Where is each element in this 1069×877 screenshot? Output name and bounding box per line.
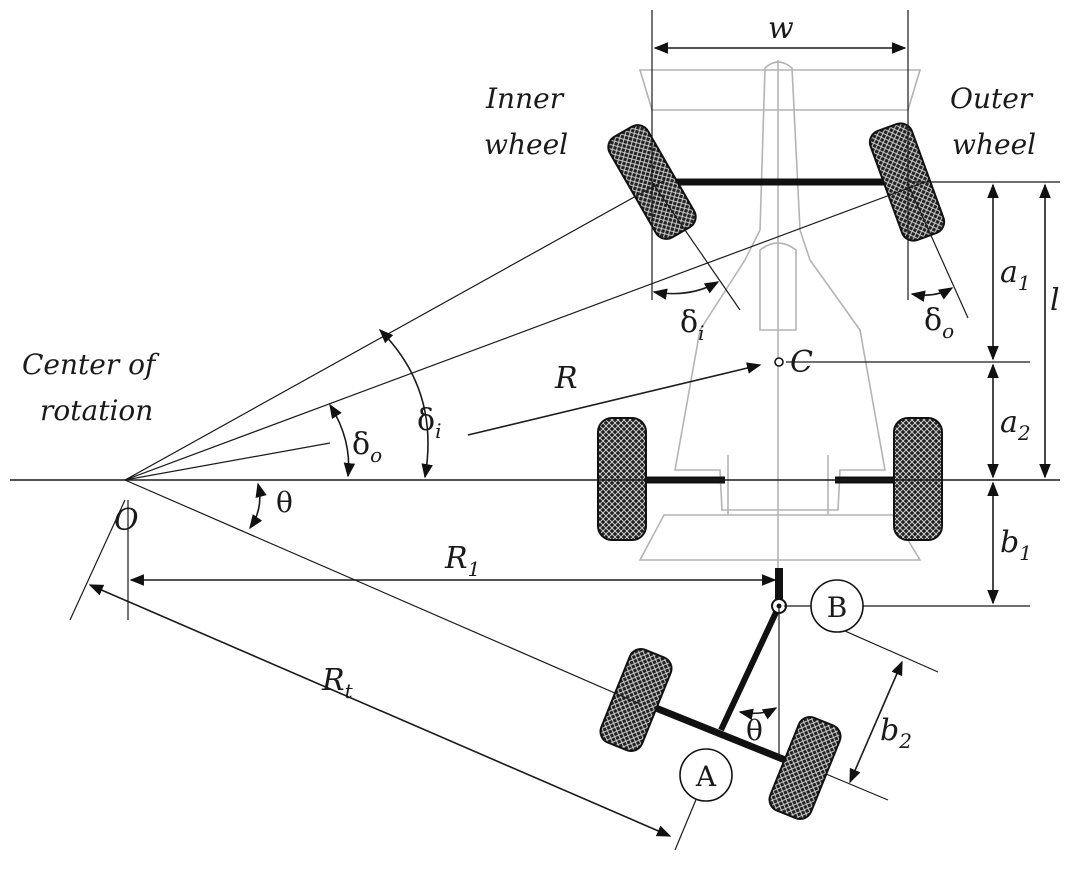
label-r: R xyxy=(554,361,578,396)
label-delta-o-main: δo xyxy=(352,427,382,467)
label-theta-1: θ xyxy=(276,486,293,519)
label-r1: R1 xyxy=(444,541,480,581)
label-b1: b1 xyxy=(1000,525,1032,565)
label-a1: a1 xyxy=(1000,255,1031,295)
label-inner-wheel-2: wheel xyxy=(484,128,568,161)
label-center-2: rotation xyxy=(40,394,153,427)
vehicle-body xyxy=(638,60,922,600)
rear-right-wheel xyxy=(893,417,943,541)
label-center-1: Center of xyxy=(22,348,160,381)
dimension-arrows xyxy=(88,42,1051,837)
label-delta-i-wheel: δi xyxy=(680,305,704,345)
rear-left-wheel xyxy=(597,417,647,541)
label-delta-o-wheel: δo xyxy=(924,303,954,343)
label-delta-i-main: δi xyxy=(417,403,441,443)
label-theta-2: θ xyxy=(746,714,763,747)
label-l: l xyxy=(1050,283,1060,318)
label-w: w xyxy=(768,11,794,46)
label-o: O xyxy=(114,503,139,538)
label-rt: Rt xyxy=(321,663,354,703)
point-a-circle xyxy=(679,748,733,802)
label-a: A xyxy=(695,760,717,793)
label-b: B xyxy=(827,591,848,624)
label-inner-wheel-1: Inner xyxy=(485,82,565,115)
label-outer-wheel-2: wheel xyxy=(952,128,1036,161)
point-c-marker xyxy=(774,357,784,367)
label-b2: b2 xyxy=(880,713,912,753)
label-c: C xyxy=(790,345,813,380)
label-outer-wheel-1: Outer xyxy=(950,82,1034,115)
point-b-circle xyxy=(810,579,864,633)
label-a2: a2 xyxy=(1000,405,1031,445)
